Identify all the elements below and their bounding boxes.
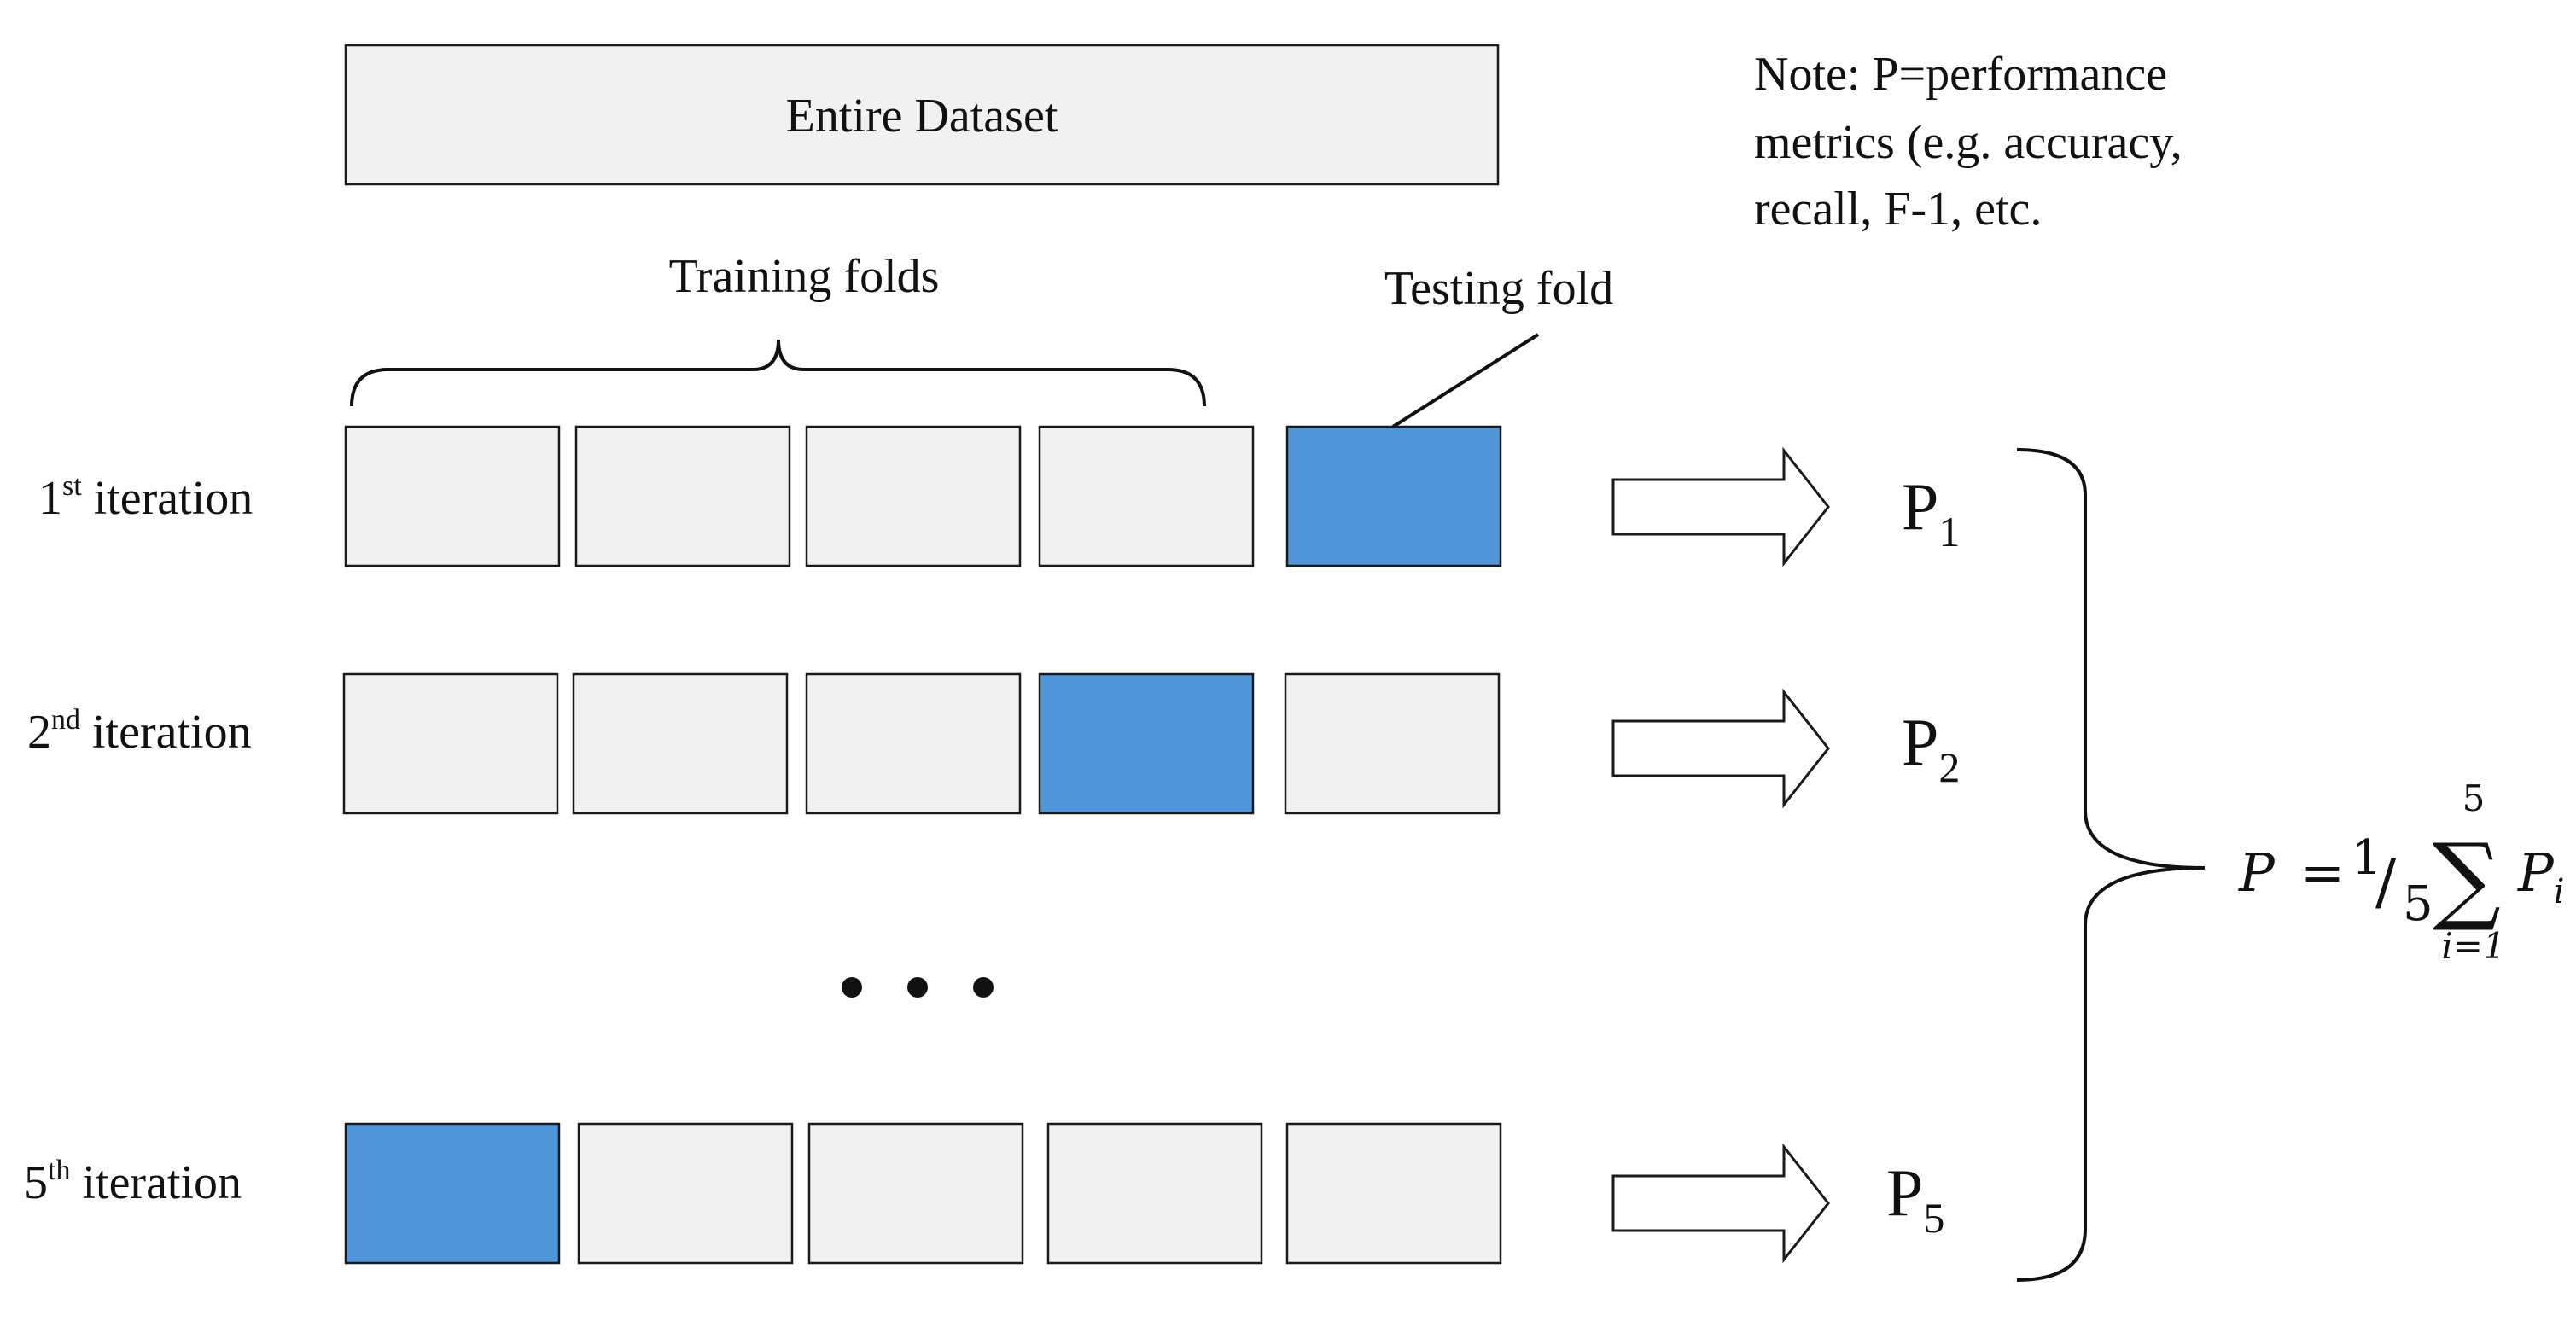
metric-label: P5: [1886, 1155, 1944, 1242]
fold-box: [342, 672, 559, 815]
ellipsis-dot: [907, 977, 928, 998]
note-line-1: Note: P=performance: [1754, 48, 2167, 101]
ellipsis: [842, 977, 994, 998]
formula-numerator: 1: [2352, 830, 2382, 886]
iteration-suffix: nd: [51, 704, 80, 736]
fold-box: [805, 672, 1022, 815]
ellipsis-dot: [973, 977, 994, 998]
ellipsis-dot: [842, 977, 862, 998]
iteration-number: 5: [24, 1156, 48, 1209]
note: Note: P=performance metrics (e.g. accura…: [1754, 48, 2183, 236]
note-line-3: recall, F-1, etc.: [1754, 183, 2042, 236]
note-line-2: metrics (e.g. accuracy,: [1754, 116, 2183, 169]
formula-slash: /: [2375, 846, 2397, 917]
iteration-row-2: 2nd iteration P2: [27, 672, 1960, 815]
iteration-word: iteration: [94, 472, 254, 525]
testing-fold-pointer: [1391, 333, 1540, 428]
fold-box: [807, 1122, 1024, 1265]
testing-fold-box: [1038, 672, 1255, 815]
training-folds-brace: [350, 339, 1206, 407]
fold-box: [1038, 425, 1255, 567]
iteration-label: 5th iteration: [24, 1155, 242, 1209]
fold-box: [1285, 1122, 1502, 1265]
fold-box: [1046, 1122, 1263, 1265]
formula-term: Pi: [2517, 841, 2565, 911]
iteration-number: 1: [38, 472, 62, 525]
iteration-row-1: 1st iteration P1: [38, 425, 1960, 567]
testing-fold-box: [344, 1122, 561, 1265]
training-folds-label: Training folds: [669, 250, 940, 303]
aggregation-brace: [2016, 448, 2206, 1282]
metric-label: P2: [1902, 705, 1960, 791]
arrow-icon: [1611, 1143, 1830, 1264]
fold-box: [572, 672, 789, 815]
iteration-label: 2nd iteration: [27, 704, 252, 759]
iteration-word: iteration: [82, 1156, 242, 1209]
fold-box: [344, 425, 561, 567]
average-formula: P = 1 / 5 ∑ 5 i=1 Pi: [2238, 777, 2565, 967]
testing-fold-box: [1285, 425, 1502, 567]
testing-fold-label: Testing fold: [1384, 262, 1613, 315]
iteration-suffix: st: [62, 470, 82, 502]
entire-dataset-label: Entire Dataset: [786, 90, 1058, 143]
formula-sum-lower: i=1: [2441, 925, 2505, 967]
formula-equals: =: [2300, 841, 2345, 904]
entire-dataset-box: [344, 44, 1500, 186]
iteration-number: 2: [27, 706, 51, 759]
iteration-suffix: th: [48, 1155, 70, 1186]
arrow-icon: [1611, 446, 1830, 567]
fold-box: [805, 425, 1022, 567]
formula-sum-upper: 5: [2462, 777, 2486, 819]
fold-box: [577, 1122, 794, 1265]
arrow-icon: [1611, 688, 1830, 809]
fold-box: [1284, 672, 1501, 815]
formula-lhs: P: [2238, 841, 2276, 904]
iteration-label: 1st iteration: [38, 470, 253, 525]
formula-denominator: 5: [2403, 876, 2433, 932]
fold-box: [574, 425, 791, 567]
iteration-row-5: 5th iteration P5: [24, 1122, 1944, 1265]
iteration-word: iteration: [92, 706, 252, 759]
formula-sum-symbol: ∑: [2433, 824, 2501, 934]
metric-label: P1: [1902, 469, 1960, 556]
